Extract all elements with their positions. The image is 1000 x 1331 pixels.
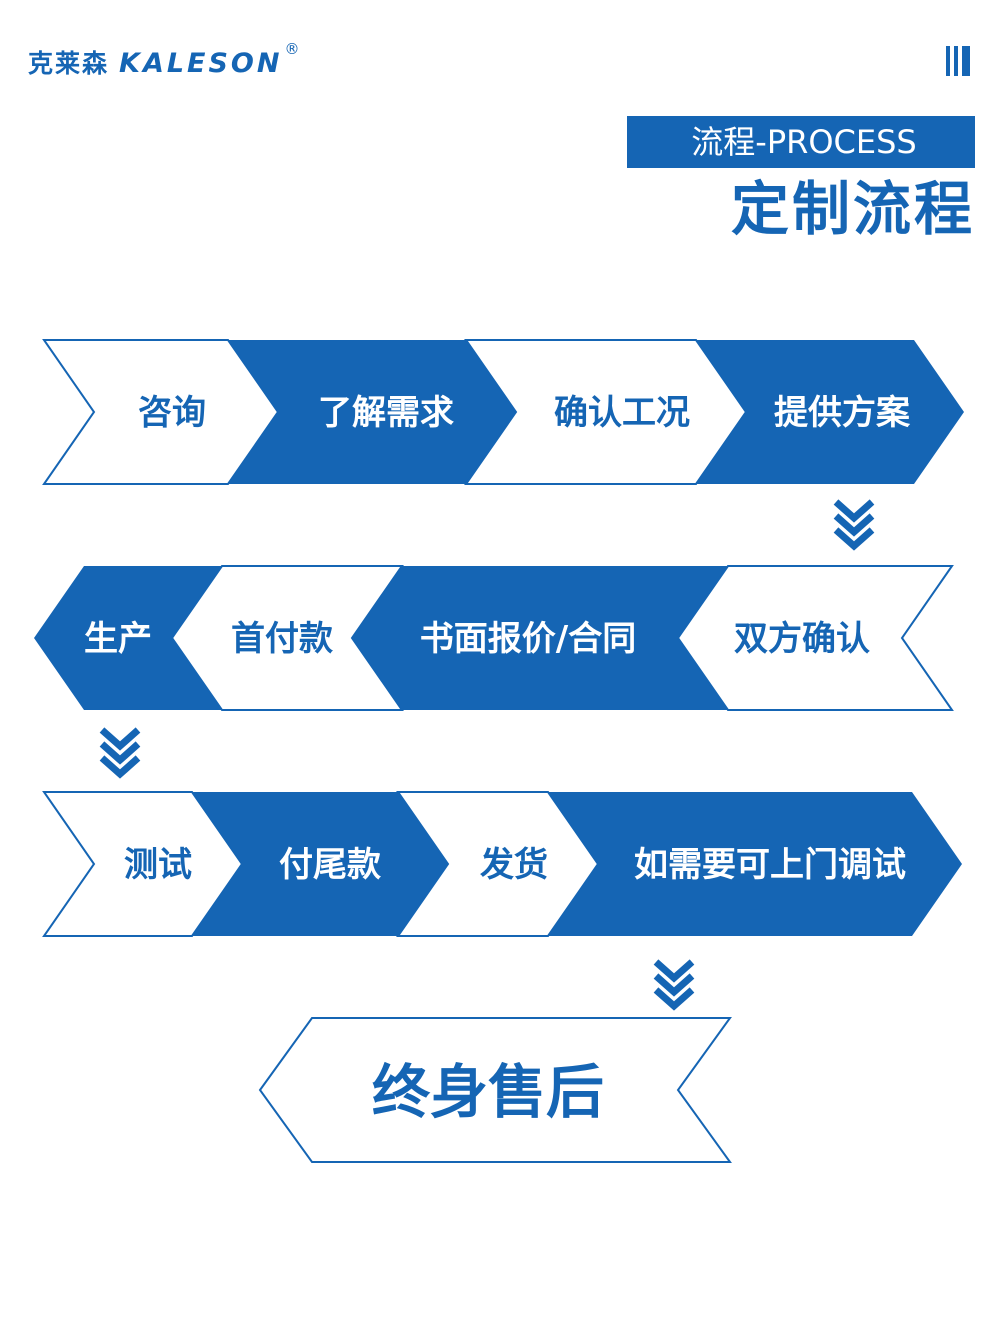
- step-label: 双方确认: [734, 619, 870, 659]
- page-title: 定制流程: [730, 175, 975, 243]
- menu-bar: [954, 46, 958, 76]
- step-onsite-debug-shape: [548, 792, 962, 936]
- step-label: 生产: [84, 619, 152, 659]
- step-final-payment-shape: [192, 792, 448, 936]
- registered-mark: ®: [284, 40, 300, 58]
- step-label: 了解需求: [318, 393, 454, 433]
- step-label: 咨询: [138, 393, 206, 433]
- step-solution-shape: [696, 340, 964, 484]
- menu-bar: [946, 46, 950, 76]
- logo-english-name: KALESON: [119, 48, 283, 79]
- flow-final: 终身售后: [258, 1017, 732, 1163]
- step-label: 如需要可上门调试: [634, 845, 906, 885]
- step-requirements-shape: [228, 340, 516, 484]
- double-chevron-down-icon: [99, 727, 141, 779]
- step-quotation-contract-shape: [352, 566, 728, 710]
- menu-bars-icon[interactable]: [946, 46, 976, 76]
- double-chevron-down-icon: [653, 959, 695, 1011]
- flow-row-1: 咨询 了解需求 确认工况 提供方案: [42, 339, 964, 485]
- step-production-shape: [34, 566, 222, 710]
- final-step-label: 终身售后: [372, 1058, 604, 1126]
- flow-row-3: 测试 付尾款 发货 如需要可上门调试: [42, 791, 962, 937]
- step-label: 发货: [480, 845, 548, 885]
- step-label: 确认工况: [554, 393, 690, 433]
- step-label: 提供方案: [774, 393, 911, 433]
- step-label: 书面报价/合同: [420, 619, 636, 659]
- step-mutual-confirm-shape: [676, 565, 954, 711]
- menu-bar: [962, 46, 970, 76]
- logo-chinese-name: 克莱森: [28, 49, 110, 78]
- flow-row-2: 生产 首付款 书面报价/合同 双方确认: [34, 565, 954, 711]
- brand-logo: 克莱森 KALESON ®: [28, 40, 299, 80]
- step-lifetime-service-shape: [258, 1017, 732, 1163]
- step-label: 付尾款: [279, 845, 381, 885]
- step-label: 首付款: [231, 619, 333, 659]
- step-label: 测试: [124, 845, 192, 885]
- double-chevron-down-icon: [833, 499, 875, 551]
- process-banner: 流程-PROCESS: [627, 116, 975, 168]
